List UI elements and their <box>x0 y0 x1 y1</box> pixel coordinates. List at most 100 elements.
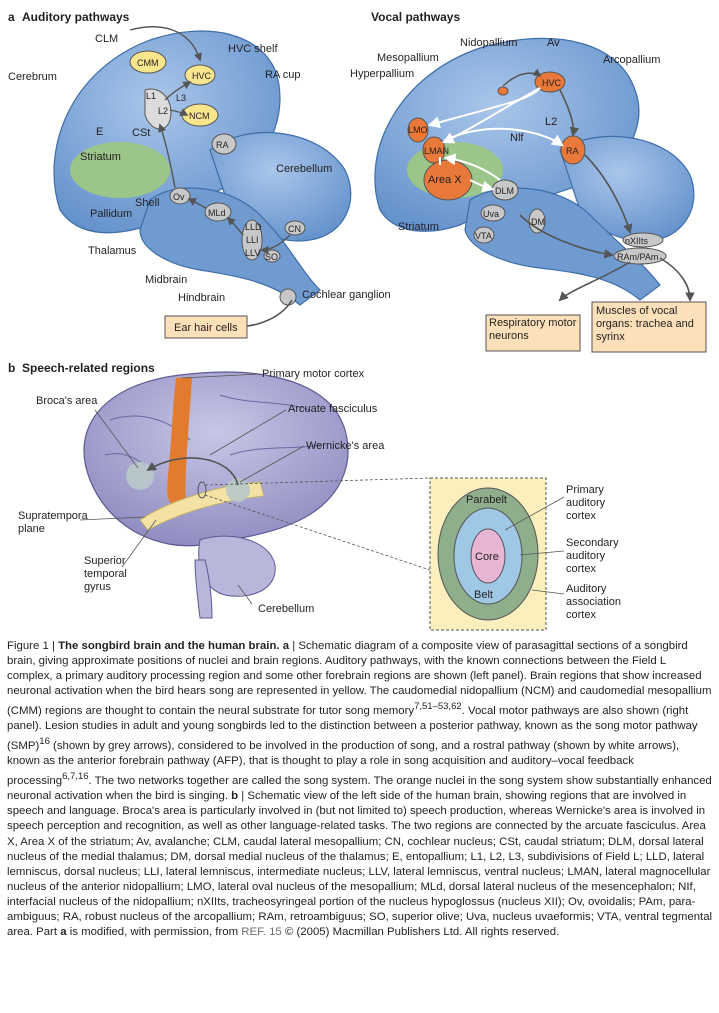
caption-part-a: | Schematic diagram of a composite view … <box>7 640 712 718</box>
label-lli: LLI <box>246 235 259 245</box>
vocal-pathways-panel: Vocal pathways Nidopallium Av Meso <box>350 10 707 353</box>
caption-a-letter: a <box>282 640 290 652</box>
primary-auditory-cortex-icon <box>197 481 207 499</box>
label-arcuate-fasciculus: Arcuate fasciculus <box>288 403 378 415</box>
label-cerebellum-bird: Cerebellum <box>276 163 332 175</box>
label-midbrain: Midbrain <box>145 274 187 286</box>
label-ncm: NCM <box>189 111 210 121</box>
cochlear-ganglion-icon <box>279 288 297 306</box>
label-auditory-association-cortex: Auditory association cortex <box>566 583 622 621</box>
auditory-fieldl-shape <box>144 88 172 130</box>
label-so: SO <box>265 252 278 262</box>
label-hindbrain: Hindbrain <box>178 292 225 304</box>
vocal-vta-nucleus <box>473 226 495 244</box>
label-parabelt: Parabelt <box>466 494 507 506</box>
label-core: Core <box>475 551 499 563</box>
label-vocal-l2: L2 <box>545 116 557 128</box>
ear-hair-cells-box <box>164 315 248 339</box>
vocal-dm-nucleus <box>528 208 546 234</box>
auditory-brainstem-shape <box>139 187 321 306</box>
label-striatum: Striatum <box>80 151 121 163</box>
label-lld: LLD <box>245 222 262 232</box>
figure-1-illustration: a Auditory pathways CLM CMM HV <box>8 10 707 631</box>
label-l2: L2 <box>158 106 168 116</box>
wernickes-area-region <box>226 478 250 502</box>
label-lman: LMAN <box>424 146 449 156</box>
label-cst: CSt <box>132 127 150 139</box>
label-l3: L3 <box>176 93 186 103</box>
label-supratemporal-plane: Supratemporal plane <box>18 510 88 535</box>
figure-caption: Figure 1 | The songbird brain and the hu… <box>7 639 713 940</box>
caption-part-2: . Vocal motor pathways are also shown (r… <box>7 705 698 753</box>
label-cochlear-ganglion: Cochlear ganglion <box>302 289 391 301</box>
auditory-ov-nucleus <box>169 187 191 205</box>
label-hvc: HVC <box>192 71 212 81</box>
label-uva: Uva <box>483 209 499 219</box>
auditory-mld-nucleus <box>204 202 232 222</box>
label-primary-auditory-cortex: Primary auditory cortex <box>566 484 606 522</box>
label-nidopallium: Nidopallium <box>460 37 517 49</box>
auditory-hvc-nucleus <box>184 64 216 86</box>
auditory-ra-nucleus <box>211 133 237 155</box>
auditory-striatum-region <box>70 142 170 198</box>
label-hyperpallium: Hyperpallium <box>350 68 414 80</box>
label-ear-hair-cells: Ear hair cells <box>174 322 238 334</box>
caption-a-letter-2: a <box>60 926 67 939</box>
panel-a-letter: a <box>8 10 15 24</box>
label-l1: L1 <box>146 91 156 101</box>
label-primary-motor-cortex: Primary motor cortex <box>262 368 365 380</box>
label-lmo: LMO <box>408 125 428 135</box>
label-secondary-auditory-cortex: Secondary auditory cortex <box>566 537 619 575</box>
human-cerebrum-shape <box>83 371 349 547</box>
label-cerebrum: Cerebrum <box>8 71 57 83</box>
caption-ref-3: 6,7,16 <box>62 771 89 783</box>
caption-ref-1: 7,51–53,62 <box>414 701 462 713</box>
vocal-pathways-title: Vocal pathways <box>371 10 460 24</box>
auditory-ll-nucleus <box>241 219 263 261</box>
label-shell: Shell <box>135 197 159 209</box>
panel-b-letter: b <box>8 361 15 375</box>
label-hvc-shelf: HVC shelf <box>228 43 278 55</box>
label-ov: Ov <box>173 192 185 202</box>
label-ra-cup: RA cup <box>265 69 300 81</box>
label-vocal-hvc: HVC <box>542 78 562 88</box>
label-dlm: DLM <box>495 186 514 196</box>
human-brainstem-shape <box>194 559 213 619</box>
caption-part-5: | Schematic view of the left side of the… <box>7 790 713 939</box>
label-human-cerebellum: Cerebellum <box>258 603 314 615</box>
label-dm: DM <box>531 217 545 227</box>
label-respiratory-motor-neurons: Respiratory motor neurons <box>489 317 577 342</box>
label-mesopallium: Mesopallium <box>377 52 439 64</box>
vocal-hvc-nucleus <box>534 71 566 93</box>
label-cmm: CMM <box>137 58 159 68</box>
caption-part-3: (shown by grey arrows), considered to be… <box>7 740 680 788</box>
vocal-nxiits-nucleus <box>622 232 664 248</box>
caption-reference-link[interactable]: REF. 15 <box>241 926 282 939</box>
auditory-cn-nucleus <box>284 220 306 236</box>
label-clm: CLM <box>95 33 118 45</box>
label-arcopallium: Arcopallium <box>603 54 660 66</box>
label-vta: VTA <box>475 231 492 241</box>
speech-regions-panel: b Speech-related regions Primary motor c… <box>8 361 622 631</box>
vocal-lman-nucleus <box>422 136 446 164</box>
speech-regions-title: Speech-related regions <box>22 361 155 375</box>
label-vocal-ra: RA <box>566 146 579 156</box>
label-muscles-vocal-organs: Muscles of vocal organs: trachea and syr… <box>596 305 694 343</box>
caption-part-6: is modified, with permission, from <box>66 926 242 939</box>
label-nlf: Nlf <box>510 132 524 144</box>
vocal-av-nucleus <box>497 86 509 96</box>
label-thalamus: Thalamus <box>88 245 137 257</box>
label-wernickes-area: Wernicke's area <box>306 440 385 452</box>
label-superior-temporal-gyrus: Superior temporal gyrus <box>84 555 127 593</box>
label-belt: Belt <box>474 589 493 601</box>
label-area-x: Area X <box>428 174 462 186</box>
label-ra: RA <box>216 140 229 150</box>
caption-part-7: © (2005) Macmillan Publishers Ltd. All r… <box>281 926 560 939</box>
caption-ref-2: 16 <box>39 736 50 748</box>
label-vocal-striatum: Striatum <box>398 221 439 233</box>
auditory-cmm-nucleus <box>129 50 167 74</box>
vocal-lmo-nucleus <box>407 117 429 143</box>
respiratory-motor-neurons-box <box>485 314 581 352</box>
vocal-uva-nucleus <box>480 204 506 222</box>
label-llv: LLV <box>245 248 260 258</box>
